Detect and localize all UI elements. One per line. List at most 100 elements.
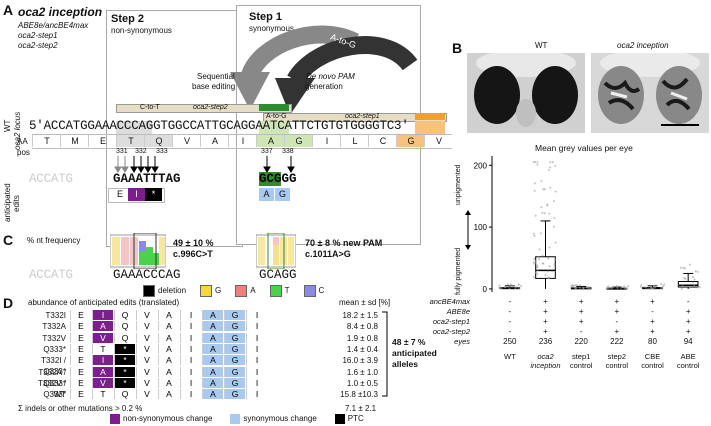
box-point <box>547 277 550 280</box>
condition-sign: + <box>578 307 584 316</box>
nt-legend-item: T <box>269 285 290 297</box>
step2-description-2: base editing <box>192 82 236 91</box>
box-point <box>552 225 555 228</box>
condition-row-label: ancBE4max <box>429 297 470 306</box>
box-point <box>541 254 544 257</box>
change-legend-item: non-synonymous change <box>110 414 212 424</box>
condition-sign: + <box>543 327 548 336</box>
box-point <box>693 284 696 287</box>
edit-row-aa: I <box>246 389 267 400</box>
eye-count: 80 <box>648 337 657 346</box>
box-point <box>609 286 612 289</box>
eye-count: 236 <box>538 337 553 346</box>
edit-row-aa: I <box>180 366 201 377</box>
condition-sign: + <box>543 297 548 306</box>
edit-row-aa: * <box>114 343 135 354</box>
edit-row-label: WT <box>53 390 66 400</box>
eye-count: 94 <box>683 337 693 346</box>
box-point <box>532 161 535 164</box>
box-point <box>504 286 507 289</box>
edit-seq-step1-bg <box>259 172 281 186</box>
condition-row-label: oca2-step1 <box>432 317 470 326</box>
edit-row-aa: I <box>246 377 267 388</box>
box-point <box>499 287 502 290</box>
edit-row-value: 1.0 ± 0.5 <box>346 378 378 388</box>
box-point <box>534 261 537 264</box>
condition-sign: + <box>543 317 548 326</box>
box-point <box>571 284 574 287</box>
edit-row-aa: A <box>158 332 179 343</box>
box-point <box>509 283 512 286</box>
edit-row-aa: G <box>224 332 245 343</box>
edit-row-aa: A <box>158 321 179 332</box>
box-point <box>551 161 554 164</box>
edit-row-aa: T <box>92 389 113 400</box>
edit-row-aa: V <box>136 343 157 354</box>
box-point <box>643 285 646 288</box>
indels-value: 7.1 ± 2.1 <box>345 404 377 413</box>
eye-count: 220 <box>574 337 588 346</box>
condition-sign: + <box>650 327 655 336</box>
edit-row-label: T332I / Q333* <box>41 356 66 377</box>
condition-row-label: oca2-step2 <box>432 327 470 336</box>
change-legend-label: PTC <box>347 414 364 424</box>
edit-arrows-graphic <box>114 156 295 173</box>
aa-cell: G <box>284 135 313 147</box>
edit-row-value: 1.6 ± 1.0 <box>346 367 378 377</box>
condition-sign: + <box>650 317 655 326</box>
image-inception-label: oca2 inception <box>617 41 669 50</box>
box-point <box>652 285 655 288</box>
condition-sign: + <box>650 297 655 306</box>
box-point <box>623 285 626 288</box>
box-3 <box>605 285 630 290</box>
summary-bracket <box>382 311 388 397</box>
condition-row-label: ABE8e <box>446 307 470 316</box>
edit-row-aa: G <box>224 366 245 377</box>
box-point <box>538 248 541 251</box>
box-point <box>532 276 535 279</box>
panel-a-subtitle-2: oca2-step1 <box>18 31 58 40</box>
edit-row-aa: T <box>92 343 113 354</box>
box-point <box>538 258 541 261</box>
box-point <box>647 287 650 290</box>
edit-row-aa: I <box>246 310 267 320</box>
edit-row-aa: V <box>136 310 157 320</box>
box-point <box>582 287 585 290</box>
box-point <box>615 285 618 288</box>
condition-sign: - <box>686 297 690 306</box>
edit-row-label: T332I <box>45 311 66 320</box>
edit-row-label: T332A <box>42 322 66 332</box>
edit-row-aa: I <box>180 377 201 388</box>
freq-plot-step1 <box>256 233 296 269</box>
edit-row-aa: I <box>180 355 201 366</box>
edit-row-aa: A <box>92 366 113 377</box>
edit-aa-e: E <box>116 189 123 199</box>
guide-bar-step1-pam <box>415 113 445 120</box>
box-point <box>541 220 544 223</box>
pos-338: 338 <box>282 148 294 155</box>
edit-row-aa: I <box>92 310 113 320</box>
box-point <box>698 286 701 289</box>
box-point <box>607 287 610 290</box>
box-point <box>610 286 613 289</box>
condition-sign: + <box>614 327 620 336</box>
nt-legend-item: C <box>303 285 324 297</box>
box-point <box>517 287 520 290</box>
panel-d-header: abundance of anticipated edits (translat… <box>28 298 180 307</box>
panel-c-letter: C <box>3 232 14 248</box>
freq-stat-1: 49 ± 10 % <box>173 238 214 248</box>
y-bottom-label: fully pigmented <box>455 247 462 295</box>
box-point <box>534 271 537 274</box>
aa-label: AA <box>17 137 28 146</box>
anticipated-label-2: edits <box>12 195 21 212</box>
aa-cell: M <box>60 135 89 147</box>
column-name: CBE control <box>641 352 664 370</box>
edit-row-aa: Q <box>114 332 135 343</box>
box-4 <box>639 283 666 290</box>
box-point <box>515 285 518 288</box>
nt-legend-item: G <box>200 285 221 297</box>
eye-count: 250 <box>503 337 517 346</box>
nt-legend-swatch <box>200 285 213 297</box>
condition-sign: - <box>508 297 512 306</box>
